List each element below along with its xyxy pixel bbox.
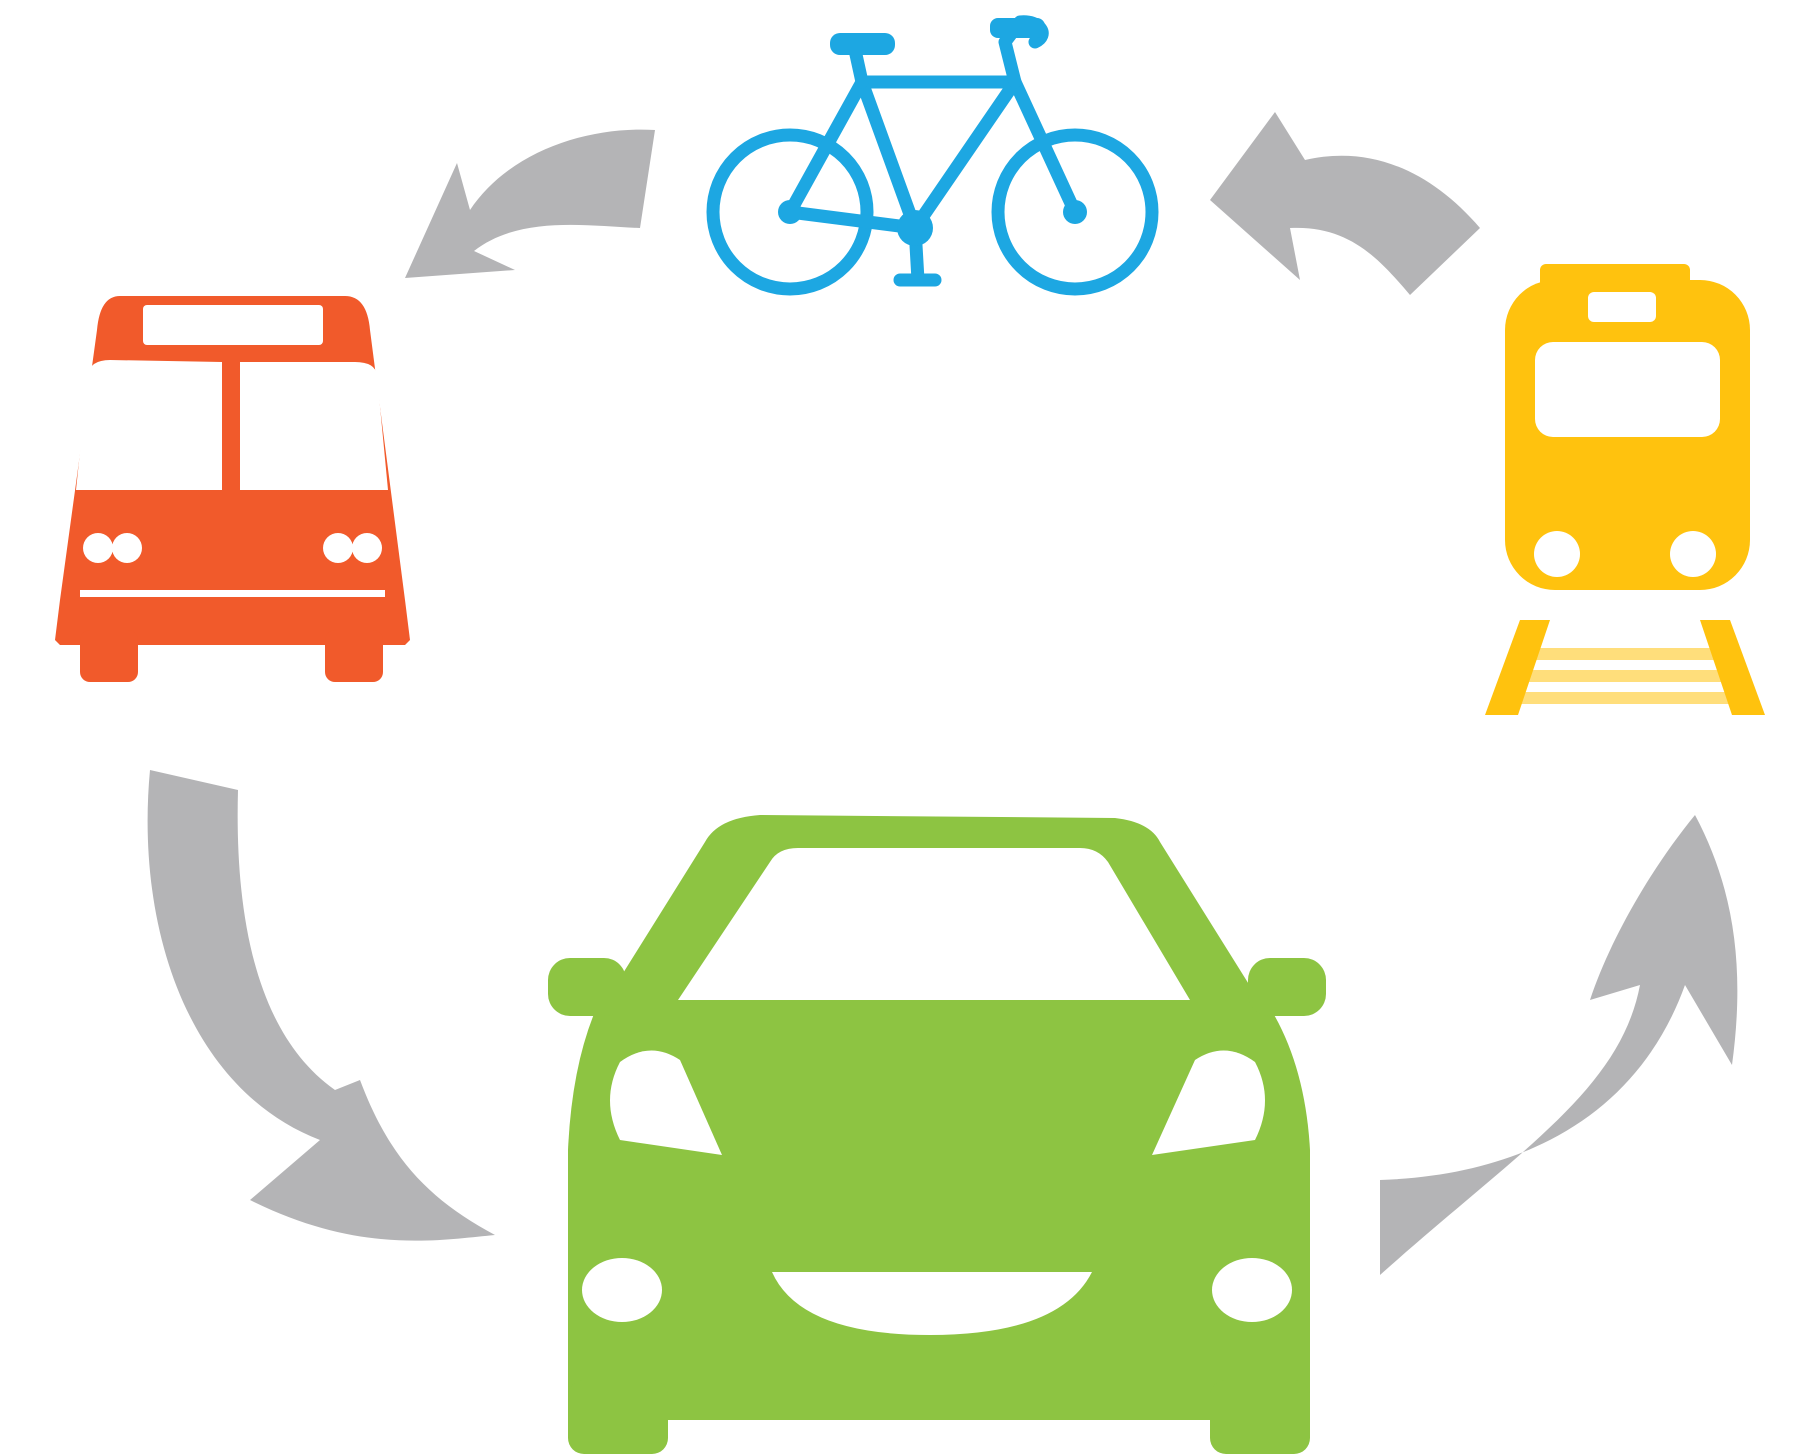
bus-headlight bbox=[83, 533, 113, 563]
car-mirror-left bbox=[548, 958, 626, 1016]
car-tire-right bbox=[1210, 1380, 1310, 1454]
train-track-tie bbox=[1520, 670, 1730, 682]
bicycle-rear-hub bbox=[778, 200, 802, 224]
bicycle-front-wheel bbox=[991, 128, 1159, 296]
car-body bbox=[568, 1000, 1310, 1420]
car-tire-left bbox=[568, 1380, 668, 1454]
car-fog-light-right bbox=[1212, 1258, 1292, 1322]
bus-headlight bbox=[352, 533, 382, 563]
bicycle-icon bbox=[706, 15, 1159, 296]
bus-headlight bbox=[323, 533, 353, 563]
train-windshield bbox=[1535, 342, 1720, 437]
bus-windshield-right bbox=[240, 362, 388, 490]
car-fog-light-left bbox=[582, 1258, 662, 1322]
bus-icon bbox=[55, 296, 410, 682]
train-headlight bbox=[1534, 531, 1580, 577]
car-windshield bbox=[678, 848, 1190, 1000]
arrow-train-to-bicycle bbox=[1210, 112, 1480, 295]
train-track-tie bbox=[1510, 692, 1740, 704]
train-rail-right bbox=[1700, 620, 1765, 715]
bus-wheel-left bbox=[80, 630, 138, 682]
arrow-bus-to-car bbox=[147, 770, 495, 1241]
bicycle-front-hub bbox=[1063, 200, 1087, 224]
car-grille bbox=[772, 1272, 1092, 1335]
bicycle-chainring bbox=[897, 210, 933, 246]
train-headlight bbox=[1670, 531, 1716, 577]
car-headlight-left bbox=[610, 1050, 722, 1155]
bus-destination-sign bbox=[143, 305, 323, 345]
car-icon bbox=[548, 815, 1326, 1454]
train-destination-sign bbox=[1588, 292, 1656, 322]
bicycle-rear-wheel bbox=[706, 128, 874, 296]
bicycle-handle-grip bbox=[990, 18, 1045, 38]
train-rail-left bbox=[1485, 620, 1550, 715]
cycle-arrows bbox=[147, 112, 1738, 1275]
bus-windshield-left bbox=[76, 360, 222, 490]
bicycle-seat-post bbox=[848, 43, 869, 89]
arrow-car-to-train bbox=[1380, 815, 1738, 1275]
bicycle-saddle bbox=[830, 33, 895, 55]
bus-headlight bbox=[112, 533, 142, 563]
car-mirror-right bbox=[1248, 958, 1326, 1016]
train-track-tie bbox=[1530, 648, 1720, 660]
bus-bumper-line bbox=[80, 590, 385, 597]
car-headlight-right bbox=[1152, 1050, 1265, 1155]
bicycle-solid-parts bbox=[778, 18, 1087, 246]
bus-wheel-right bbox=[325, 630, 383, 682]
arrow-bicycle-to-bus bbox=[405, 129, 655, 278]
train-icon bbox=[1485, 264, 1765, 715]
